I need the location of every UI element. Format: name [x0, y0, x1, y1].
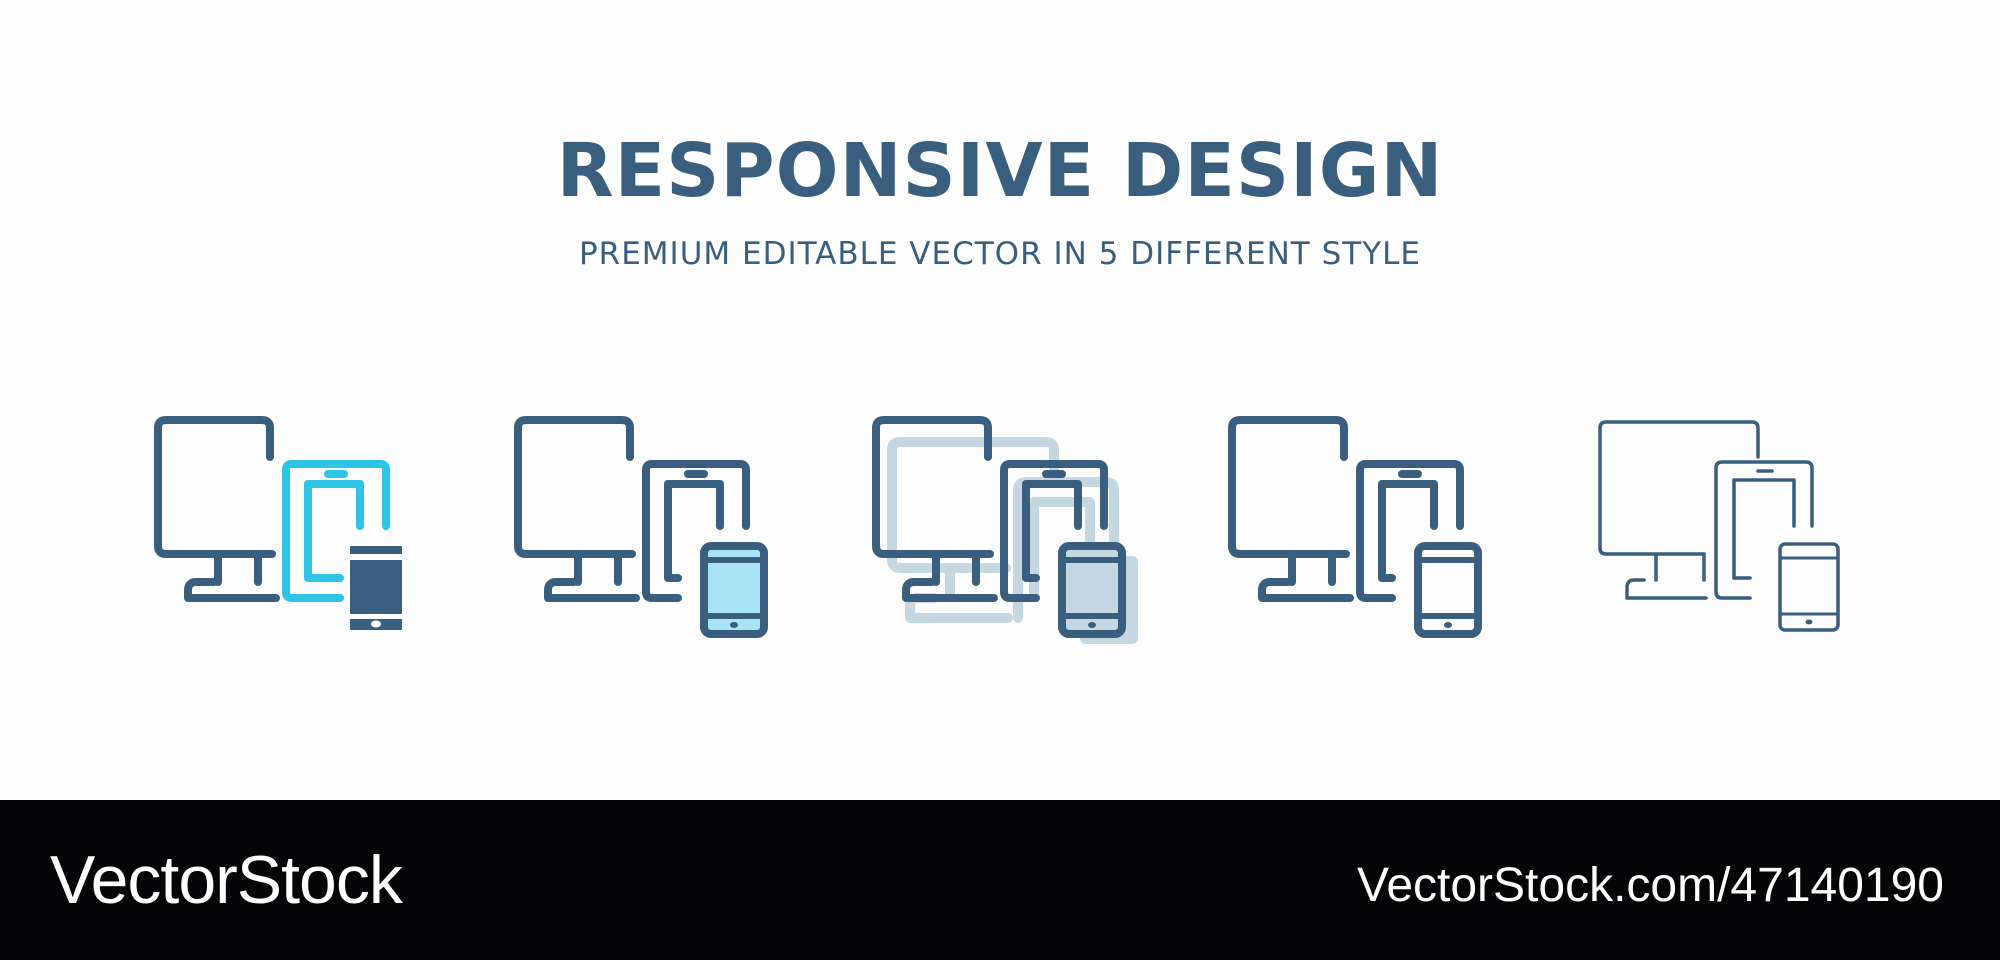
footer-bar: VectorStock VectorStock.com/47140190	[0, 800, 2000, 960]
responsive-design-colored-outline-icon	[140, 400, 440, 660]
page-title: RESPONSIVE DESIGN	[556, 128, 1444, 214]
image-url-link[interactable]: VectorStock.com/47140190	[1356, 859, 1944, 912]
page-subtitle: PREMIUM EDITABLE VECTOR IN 5 DIFFERENT S…	[578, 236, 1422, 272]
vectorstock-logo[interactable]: VectorStock	[50, 842, 403, 918]
responsive-design-outline-icon	[1214, 400, 1514, 660]
responsive-design-thin-line-icon	[1572, 400, 1872, 660]
icons-row	[0, 400, 2000, 660]
responsive-design-duotone-icon	[858, 400, 1158, 660]
responsive-design-filled-outline-icon	[500, 400, 800, 660]
